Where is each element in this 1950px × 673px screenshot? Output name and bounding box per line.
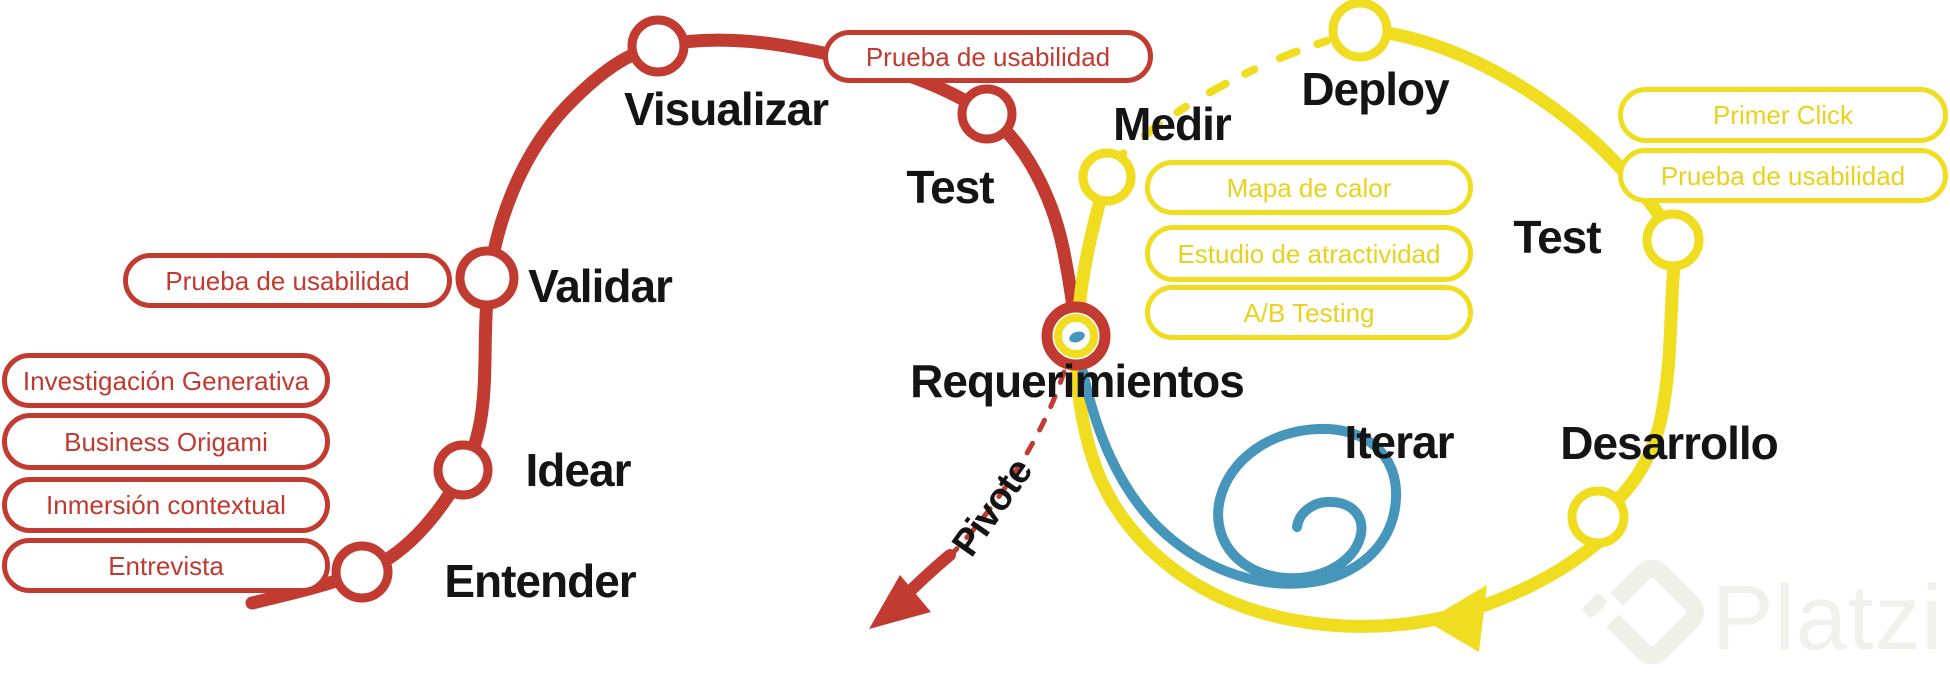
phase-label-entender: Entender [444, 555, 636, 607]
milestone-node-test-yellow [1642, 209, 1704, 271]
red-loop-path [245, 33, 1083, 610]
tool-pill-prueba-usabilidad-left: Prueba de usabilidad [123, 253, 452, 308]
milestone-node-idear [433, 440, 493, 500]
phase-label-deploy: Deploy [1301, 63, 1449, 115]
pivote-arrowhead-icon [869, 575, 931, 629]
tool-pill-primer-click: Primer Click [1618, 87, 1948, 143]
tool-pill-prueba-usabilidad-right: Prueba de usabilidad [1618, 148, 1948, 203]
phase-label-iterar: Iterar [1344, 416, 1454, 468]
blue-iteration-spiral-icon [1078, 367, 1402, 589]
tool-pill-entrevista: Entrevista [2, 538, 330, 593]
phase-label-test-dev: Test [1513, 211, 1601, 263]
milestone-node-deploy [1328, 0, 1392, 62]
tool-pill-prueba-usabilidad-top: Prueba de usabilidad [823, 30, 1153, 83]
tool-pill-investigacion-generativa: Investigación Generativa [2, 353, 330, 408]
phase-label-validar: Validar [528, 260, 673, 312]
platzi-wordmark: Platzi [1712, 567, 1943, 669]
phase-label-medir: Medir [1113, 98, 1232, 150]
yellow-bottom-segment [1069, 355, 1604, 633]
iterate-arrowhead-icon [1426, 585, 1487, 652]
milestone-node-medir [1078, 148, 1136, 206]
milestone-node-validar [455, 246, 519, 310]
yellow-deploy-test-segment [1381, 26, 1679, 245]
phase-label-test-design: Test [906, 161, 994, 213]
milestone-node-desarrollo [1567, 486, 1629, 548]
phase-label-idear: Idear [525, 444, 632, 496]
milestone-node-test-red [957, 84, 1017, 144]
tool-pill-estudio-atractividad: Estudio de atractividad [1145, 225, 1473, 282]
pivote-dashed-path [923, 369, 1067, 581]
yellow-test-dev-segment [1593, 259, 1681, 522]
tool-pill-inmersion-contextual: Inmersión contextual [2, 477, 330, 533]
tool-pill-mapa-de-calor: Mapa de calor [1145, 160, 1473, 215]
tool-pill-ab-testing: A/B Testing [1145, 285, 1473, 340]
phase-label-desarrollo: Desarrollo [1560, 417, 1779, 469]
milestone-node-entender [331, 541, 393, 603]
tool-pill-business-origami: Business Origami [2, 413, 330, 470]
milestone-node-visualizar [627, 15, 689, 77]
platzi-logo-icon [1582, 559, 1705, 665]
yellow-dashed-segment [1112, 36, 1334, 164]
phase-label-requerimientos: Requerimientos [910, 355, 1245, 407]
center-knot-blue-dot [1069, 331, 1085, 343]
phase-label-visualizar: Visualizar [624, 83, 829, 135]
